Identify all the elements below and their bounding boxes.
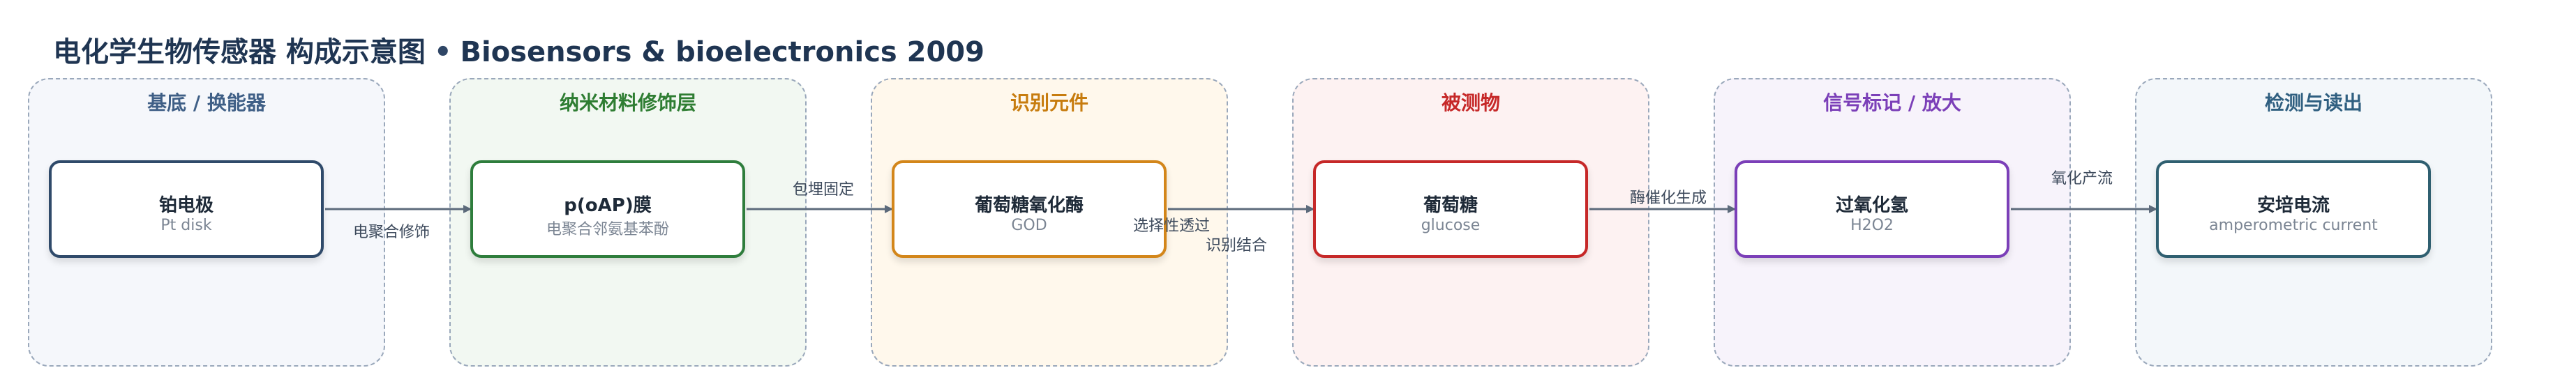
node-sublabel: 电聚合邻氨基苯酚 [546, 221, 669, 238]
node-amperometric-current: 安培电流 amperometric current [2156, 160, 2431, 258]
edge-label-electropolymerization: 电聚合修饰 [353, 224, 430, 241]
edge-label-enzyme-catalysis: 酶催化生成 [1630, 190, 1707, 207]
lane-substrate-transducer: 基底 / 换能器 [28, 78, 385, 367]
node-label: 铂电极 [158, 195, 214, 216]
edge-label-oxidation-current: 氧化产流 [2051, 170, 2113, 187]
node-sublabel: amperometric current [2209, 217, 2378, 234]
lane-title: 信号标记 / 放大 [1823, 91, 1961, 114]
node-sublabel: H2O2 [1850, 217, 1894, 234]
lane-title: 被测物 [1441, 91, 1500, 114]
node-glucose-oxidase: 葡萄糖氧化酶 GOD [892, 160, 1167, 258]
lane-title: 检测与读出 [2264, 91, 2362, 114]
node-poap-film: p(oAP)膜 电聚合邻氨基苯酚 [470, 160, 745, 258]
node-hydrogen-peroxide: 过氧化氢 H2O2 [1735, 160, 2009, 258]
node-label: 葡萄糖氧化酶 [974, 195, 1084, 216]
lane-title: 纳米材料修饰层 [559, 91, 696, 114]
node-sublabel: GOD [1011, 217, 1047, 234]
node-sublabel: Pt disk [160, 217, 212, 234]
node-label: 安培电流 [2256, 195, 2330, 216]
node-label: 过氧化氢 [1835, 195, 1908, 216]
edge-label-recognition-binding: 识别结合 [1206, 237, 1268, 254]
node-pt-electrode: 铂电极 Pt disk [49, 160, 324, 258]
lane-title: 基底 / 换能器 [147, 91, 266, 114]
edge-label-entrapment: 包埋固定 [793, 181, 855, 199]
page-title: 电化学生物传感器 构成示意图•Biosensors & bioelectroni… [53, 29, 984, 70]
title-separator: • [433, 36, 452, 68]
title-cn: 电化学生物传感器 构成示意图 [53, 36, 426, 68]
edge-label-selective-permeation: 选择性透过 [1133, 217, 1211, 235]
node-glucose: 葡萄糖 glucose [1313, 160, 1588, 258]
lane-title: 识别元件 [1010, 91, 1088, 114]
node-sublabel: glucose [1421, 217, 1481, 234]
node-label: p(oAP)膜 [564, 195, 652, 216]
title-en: Biosensors & bioelectronics 2009 [460, 36, 984, 68]
node-label: 葡萄糖 [1423, 195, 1478, 216]
